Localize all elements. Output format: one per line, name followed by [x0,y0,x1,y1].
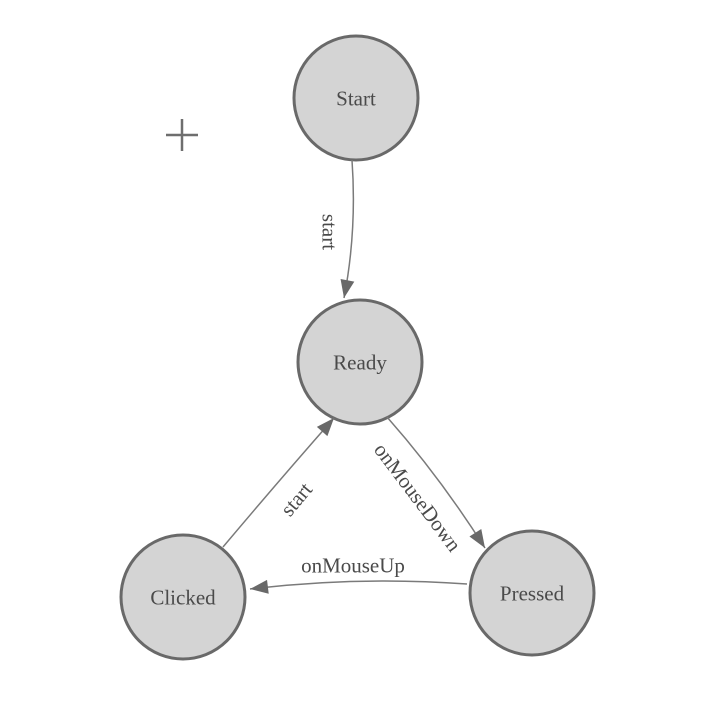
state-circle-ready[interactable] [296,298,424,426]
arrowhead-icon-start-to-ready [340,278,355,298]
transition-clicked-to-ready: start [222,417,335,548]
arrowhead-icon-pressed-to-clicked [250,579,269,594]
state-label-pressed: Pressed [500,581,565,605]
crosshair-cursor-icon [166,119,198,151]
transition-path-ready-to-pressed[interactable] [386,416,486,549]
transition-label-ready-to-pressed: onMouseDown [369,438,466,556]
transition-label-clicked-to-ready: start [275,478,317,521]
state-node-pressed[interactable]: Pressed [468,529,596,657]
transition-path-start-to-ready[interactable] [343,159,355,299]
arrowhead-icon-ready-to-pressed [469,529,485,548]
transition-start-to-ready: start [318,159,355,299]
state-node-clicked[interactable]: Clicked [119,533,247,661]
state-node-ready[interactable]: Ready [296,298,424,426]
transition-label-start-to-ready: start [318,214,342,250]
transition-path-clicked-to-ready[interactable] [222,417,335,548]
arrowhead-icon-clicked-to-ready [316,418,334,437]
state-circle-pressed[interactable] [468,529,596,657]
transition-pressed-to-clicked: onMouseUp [249,553,468,594]
transition-ready-to-pressed: onMouseDown [369,416,486,557]
state-label-clicked: Clicked [150,585,216,609]
state-label-ready: Ready [333,350,387,374]
transition-path-pressed-to-clicked[interactable] [249,580,468,590]
state-circle-clicked[interactable] [119,533,247,661]
state-node-start[interactable]: Start [292,34,420,162]
transition-label-pressed-to-clicked: onMouseUp [301,553,405,577]
state-circle-start[interactable] [292,34,420,162]
state-label-start: Start [336,86,376,110]
